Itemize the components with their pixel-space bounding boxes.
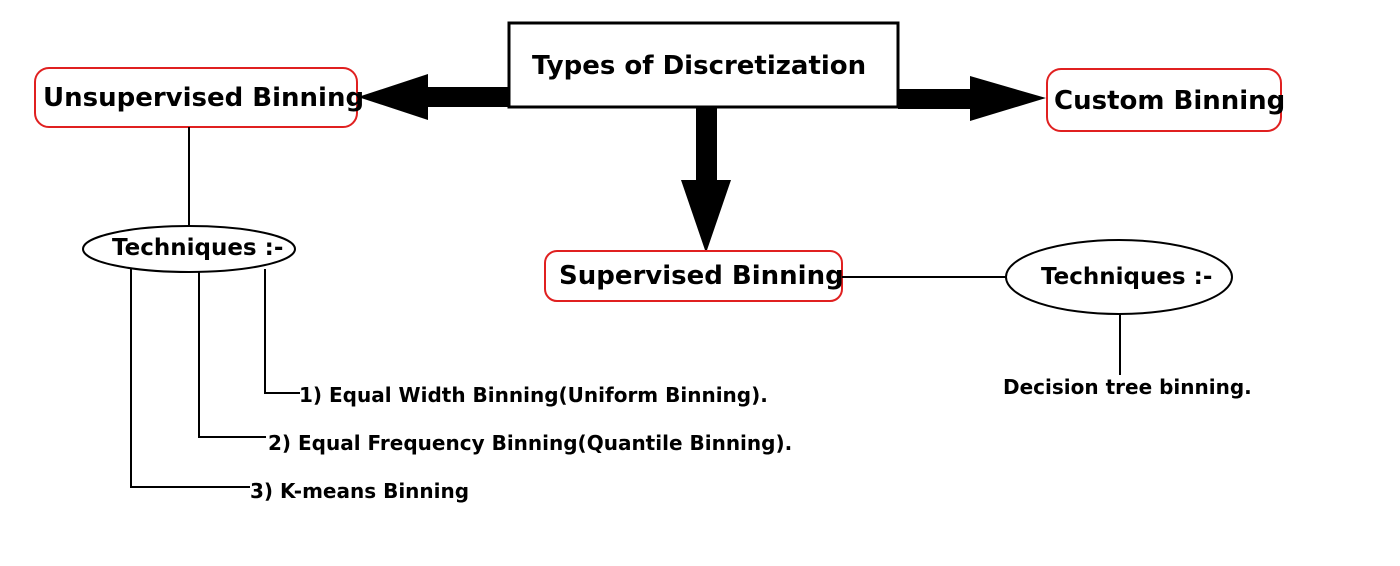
arrow-to-supervised <box>681 107 731 253</box>
arrow-to-unsupervised <box>358 74 509 120</box>
technique-equal-frequency: 2) Equal Frequency Binning(Quantile Binn… <box>268 431 793 455</box>
title-box <box>507 21 900 109</box>
supervised-binning-label: Supervised Binning <box>559 261 844 291</box>
custom-box <box>1046 68 1282 132</box>
unsupervised-techniques-label: Techniques :- <box>112 235 284 261</box>
custom-binning-label: Custom Binning <box>1054 86 1286 116</box>
technique-kmeans: 3) K-means Binning <box>250 479 470 503</box>
unsupervised-techniques-ellipse <box>82 225 296 273</box>
technique-3-connector <box>130 269 250 488</box>
supervised-techniques-label: Techniques :- <box>1041 264 1213 290</box>
technique-decision-tree: Decision tree binning. <box>1003 375 1252 399</box>
arrow-to-custom <box>898 76 1046 121</box>
technique-2-connector <box>198 272 266 438</box>
diagram-title: Types of Discretization <box>532 51 867 81</box>
unsupervised-binning-label: Unsupervised Binning <box>43 83 365 113</box>
technique-1-connector <box>264 269 300 394</box>
unsupervised-box <box>34 67 358 128</box>
technique-equal-width: 1) Equal Width Binning(Uniform Binning). <box>299 383 768 407</box>
